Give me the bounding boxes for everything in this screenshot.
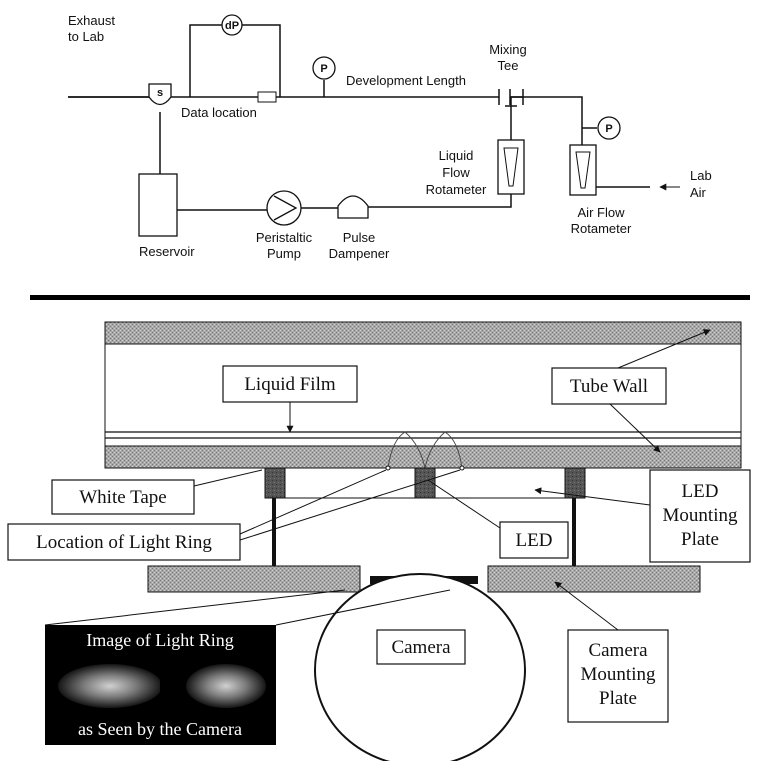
led-leader <box>428 480 500 528</box>
image-caption-line2: as Seen by the Camera <box>78 719 242 739</box>
reservoir-label: Reservoir <box>139 244 195 259</box>
mixing-tee-label-line1: Mixing <box>489 42 527 57</box>
air-rotameter-label-line1: Air Flow <box>578 205 626 220</box>
exhaust-label-line1: Exhaust <box>68 13 115 28</box>
separator-label: s <box>157 87 163 99</box>
dampener-label-line2: Dampener <box>329 246 390 261</box>
image-caption-line1: Image of Light Ring <box>86 630 233 650</box>
light-ring-point-right <box>460 466 464 470</box>
led-label: LED <box>516 530 553 551</box>
upper-tube-wall <box>105 322 741 344</box>
white-tape-leader <box>194 470 262 486</box>
dampener-label-line1: Pulse <box>343 230 376 245</box>
lower-tube-wall <box>105 446 741 468</box>
tube-wall-label: Tube Wall <box>570 376 648 397</box>
liquid-film-label: Liquid Film <box>244 374 336 395</box>
tube-wall-leader-bottom <box>610 404 660 452</box>
data-location-label: Data location <box>181 105 257 120</box>
white-tape-left <box>265 468 285 498</box>
development-length-label: Development Length <box>346 73 466 88</box>
flow-loop-schematic: s dP Data location P Development Length … <box>68 13 712 261</box>
white-tape-label: White Tape <box>79 487 166 508</box>
light-ring-point-left <box>386 466 390 470</box>
dp-gauge-label: dP <box>225 20 239 32</box>
led-plate-label-line2: Mounting <box>663 505 738 526</box>
camera-plate-label-line2: Mounting <box>581 664 656 685</box>
camera-mounting-plate-right <box>488 566 700 592</box>
liquid-rotameter-label-line3: Rotameter <box>426 182 487 197</box>
pulse-dampener-icon <box>338 196 368 218</box>
led-plate-label-line3: Plate <box>681 529 719 550</box>
camera-body <box>315 574 525 761</box>
reservoir-icon <box>139 174 177 236</box>
pump-label-line1: Peristaltic <box>256 230 313 245</box>
liquid-rotameter-label-line1: Liquid <box>439 148 474 163</box>
led-plate-label-line1: LED <box>682 481 719 502</box>
light-ring-glow-left <box>58 664 162 708</box>
light-ring-gap <box>160 662 180 710</box>
camera-mounting-plate-left <box>148 566 360 592</box>
air-pressure-gauge-label: P <box>605 123 612 135</box>
data-location-section-icon <box>258 92 276 102</box>
section-divider <box>30 295 750 300</box>
pressure-gauge-label: P <box>320 63 327 75</box>
liquid-rotameter-label-line2: Flow <box>442 165 470 180</box>
camera-plate-label-line1: Camera <box>588 640 648 661</box>
sensor-cross-section: Camera Liquid Film Tube Wall White Tape … <box>8 322 750 761</box>
exhaust-label-line2: to Lab <box>68 29 104 44</box>
lab-air-label-line2: Air <box>690 185 707 200</box>
light-ring-leader-1 <box>240 470 386 534</box>
white-tape-right <box>565 468 585 498</box>
camera-plate-label-line3: Plate <box>599 688 637 709</box>
light-ring-label: Location of Light Ring <box>36 532 212 553</box>
air-rotameter-label-line2: Rotameter <box>571 221 632 236</box>
light-ring-glow-right <box>186 664 266 708</box>
mixing-tee-label-line2: Tee <box>498 58 519 73</box>
mixing-tee-icon <box>499 89 523 140</box>
camera-label: Camera <box>391 637 451 658</box>
pump-label-line2: Pump <box>267 246 301 261</box>
lab-air-label-line1: Lab <box>690 168 712 183</box>
